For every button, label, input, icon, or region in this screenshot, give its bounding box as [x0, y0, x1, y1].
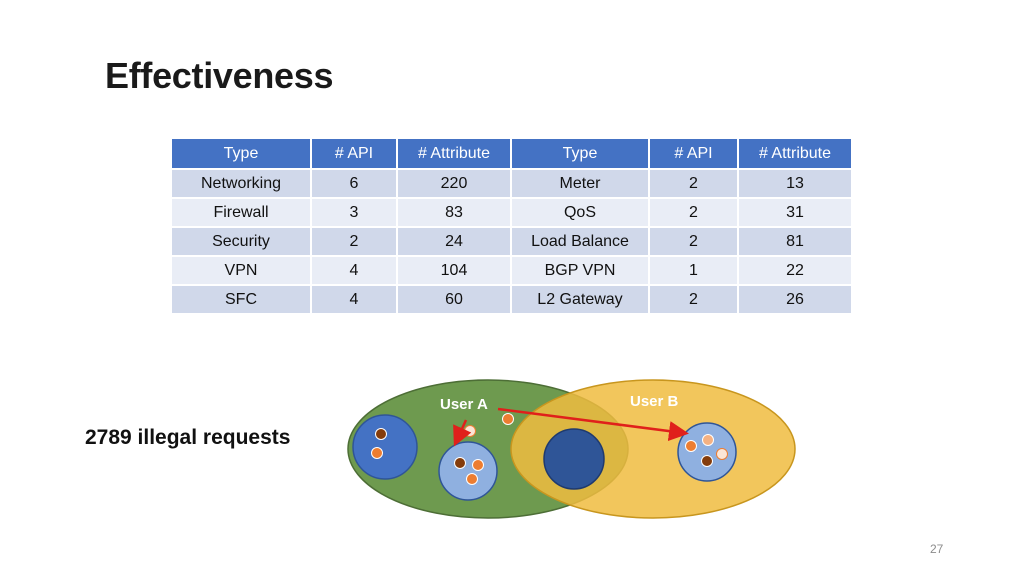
table-cell: 24: [396, 226, 512, 257]
table-cell: 2: [648, 226, 739, 257]
header-attribute-2: # Attribute: [737, 137, 853, 170]
table-cell: 13: [737, 168, 853, 199]
table-cell: Firewall: [170, 197, 312, 228]
table-row: Firewall 3 83 QoS 2 31: [170, 197, 853, 228]
header-type: Type: [170, 137, 312, 170]
table-cell: Meter: [510, 168, 650, 199]
table-cell: 4: [310, 255, 398, 286]
table-cell: L2 Gateway: [510, 284, 650, 315]
table-cell: Load Balance: [510, 226, 650, 257]
slide-title: Effectiveness: [105, 55, 334, 96]
table-row: Security 2 24 Load Balance 2 81: [170, 226, 853, 257]
table-cell: 2: [310, 226, 398, 257]
table-cell: 81: [737, 226, 853, 257]
resource-attribute-dot: [472, 459, 484, 471]
table-cell: VPN: [170, 255, 312, 286]
table-cell: 83: [396, 197, 512, 228]
user-b-label: User B: [630, 393, 679, 410]
table-cell: 60: [396, 284, 512, 315]
request-arrow-to-own-resource: [453, 419, 472, 447]
table-cell: 22: [737, 255, 853, 286]
resource-attribute-dot: [685, 440, 697, 452]
table-cell: 2: [648, 168, 739, 199]
header-api: # API: [310, 137, 398, 170]
table-cell: 3: [310, 197, 398, 228]
resource-attribute-dot: [502, 413, 514, 425]
table-cell: 6: [310, 168, 398, 199]
resource-attribute-dot: [371, 447, 383, 459]
user-b-resource: [677, 422, 737, 482]
table-cell: 31: [737, 197, 853, 228]
resource-attribute-dot: [466, 473, 478, 485]
table-cell: 26: [737, 284, 853, 315]
resource-attribute-dot: [464, 425, 476, 437]
resource-attribute-dot: [701, 455, 713, 467]
resource-attribute-dot: [702, 434, 714, 446]
table-cell: SFC: [170, 284, 312, 315]
table-cell: 2: [648, 284, 739, 315]
illegal-request-arrow: [497, 407, 689, 441]
resource-attribute-dot: [375, 428, 387, 440]
resource-attribute-dot: [716, 448, 728, 460]
user-a-resource-right: [438, 441, 498, 501]
page-number: 27: [930, 542, 944, 556]
user-a-label: User A: [440, 396, 488, 413]
illegal-requests-label: 2789 illegal requests: [85, 426, 291, 449]
header-attribute: # Attribute: [396, 137, 512, 170]
shared-resource: [543, 428, 605, 490]
table-cell: 1: [648, 255, 739, 286]
header-type-2: Type: [510, 137, 650, 170]
header-api-2: # API: [648, 137, 739, 170]
user-a-resource-left: [352, 414, 418, 480]
resource-attribute-dot: [454, 457, 466, 469]
table-cell: 220: [396, 168, 512, 199]
table-cell: 2: [648, 197, 739, 228]
table-row: VPN 4 104 BGP VPN 1 22: [170, 255, 853, 286]
table-cell: BGP VPN: [510, 255, 650, 286]
api-attribute-table: Type # API # Attribute Type # API # Attr…: [170, 137, 853, 315]
table-cell: QoS: [510, 197, 650, 228]
table-row: Networking 6 220 Meter 2 13: [170, 168, 853, 199]
table-header-row: Type # API # Attribute Type # API # Attr…: [170, 137, 853, 170]
table-cell: Security: [170, 226, 312, 257]
table-row: SFC 4 60 L2 Gateway 2 26: [170, 284, 853, 315]
table-cell: 104: [396, 255, 512, 286]
table-cell: Networking: [170, 168, 312, 199]
table-cell: 4: [310, 284, 398, 315]
